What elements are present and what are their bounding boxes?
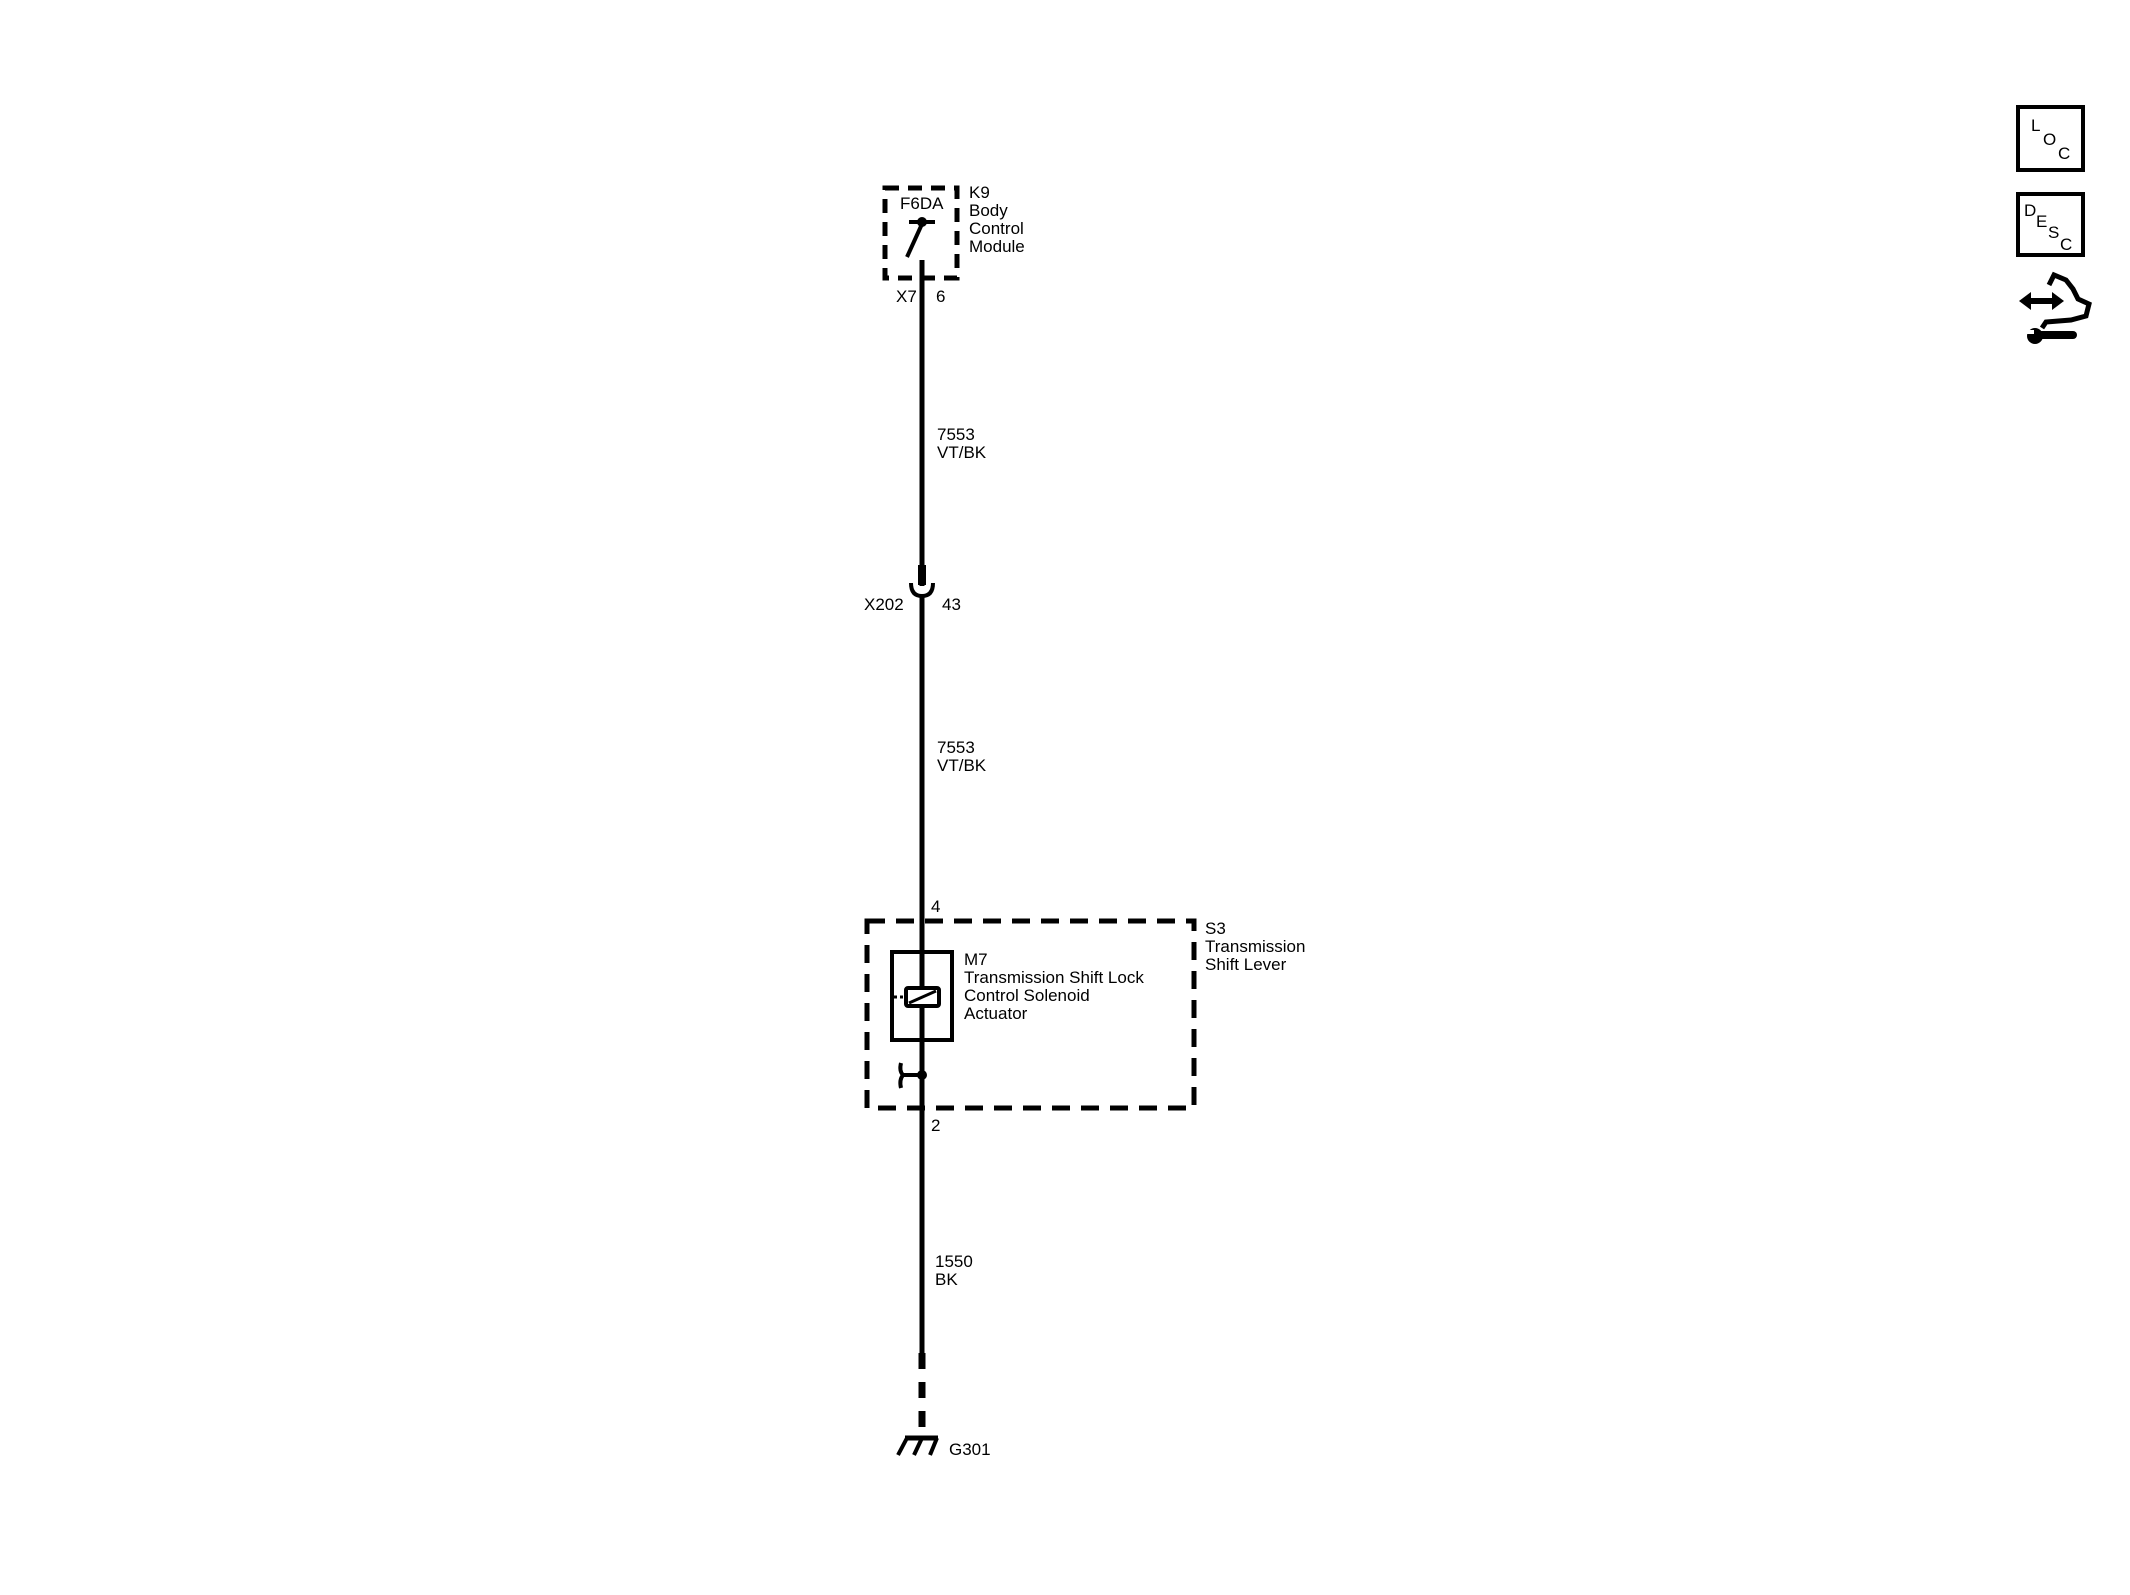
loc-icon — [2016, 105, 2085, 172]
wire-7553-lower[interactable]: 7553 VT/BK — [919, 596, 987, 952]
shift-lever-module[interactable]: 4 2 S3 Transmission Shift Lever — [864, 897, 1305, 1135]
bcm-connector-label: X7 — [896, 287, 917, 306]
svg-text:O: O — [2043, 130, 2056, 149]
ground-label: G301 — [949, 1440, 991, 1459]
wire-1550[interactable]: 1550 BK — [918, 1108, 973, 1438]
switch-arm-icon — [905, 223, 924, 258]
svg-text:L: L — [2031, 116, 2040, 135]
wire-3-circuit: 1550 — [935, 1252, 973, 1271]
svg-text:C: C — [2060, 235, 2072, 254]
loc-button[interactable]: L O C — [2016, 105, 2085, 172]
desc-icon — [2016, 192, 2085, 257]
svg-text:E: E — [2036, 212, 2047, 231]
bcm-pin-label: 6 — [936, 287, 945, 306]
wire-3-color: BK — [935, 1270, 958, 1289]
internal-splice — [898, 1040, 927, 1108]
bcm-name-1: Body — [969, 201, 1008, 220]
svg-text:C: C — [2058, 144, 2070, 163]
case-ground-icon — [898, 1062, 922, 1089]
wire-2-color: VT/BK — [937, 756, 987, 775]
connector-repair-button[interactable] — [2019, 271, 2092, 344]
wire-1-circuit: 7553 — [937, 425, 975, 444]
shift-lever-ref: S3 — [1205, 919, 1226, 938]
x202-label: X202 — [864, 595, 904, 614]
x202-pin-label: 43 — [942, 595, 961, 614]
shift-lever-name-2: Shift Lever — [1205, 955, 1287, 974]
solenoid-m7[interactable]: M7 Transmission Shift Lock Control Solen… — [890, 950, 1144, 1042]
wire-2-circuit: 7553 — [937, 738, 975, 757]
solenoid-name-1: Transmission Shift Lock — [964, 968, 1144, 987]
wire-1-color: VT/BK — [937, 443, 987, 462]
bcm-ref: K9 — [969, 183, 990, 202]
bcm-circuit-label: F6DA — [900, 194, 944, 213]
ground-icon — [896, 1437, 909, 1456]
connector-pin-male — [918, 565, 926, 585]
wire-7553-upper[interactable]: 7553 VT/BK — [918, 260, 987, 586]
switch-pivot-icon — [917, 217, 927, 227]
shift-lever-pin-in: 4 — [931, 897, 940, 916]
ground-g301[interactable]: G301 — [896, 1435, 991, 1459]
svg-text:S: S — [2048, 223, 2059, 242]
connector-repair-icon — [2019, 271, 2092, 344]
desc-button[interactable]: D E S C — [2016, 192, 2085, 257]
solenoid-name-2: Control Solenoid — [964, 986, 1090, 1005]
bcm-module[interactable]: F6DA K9 Body Control Module X7 6 — [882, 183, 1025, 306]
inline-connector-x202[interactable]: X202 43 — [864, 582, 961, 614]
bcm-name-3: Module — [969, 237, 1025, 256]
bcm-name-2: Control — [969, 219, 1024, 238]
shift-lever-dashed-box — [864, 918, 1197, 1111]
solenoid-name-3: Actuator — [964, 1004, 1028, 1023]
svg-text:D: D — [2024, 201, 2036, 220]
solenoid-ref: M7 — [964, 950, 988, 969]
shift-lever-pin-out: 2 — [931, 1116, 940, 1135]
shift-lever-name-1: Transmission — [1205, 937, 1305, 956]
